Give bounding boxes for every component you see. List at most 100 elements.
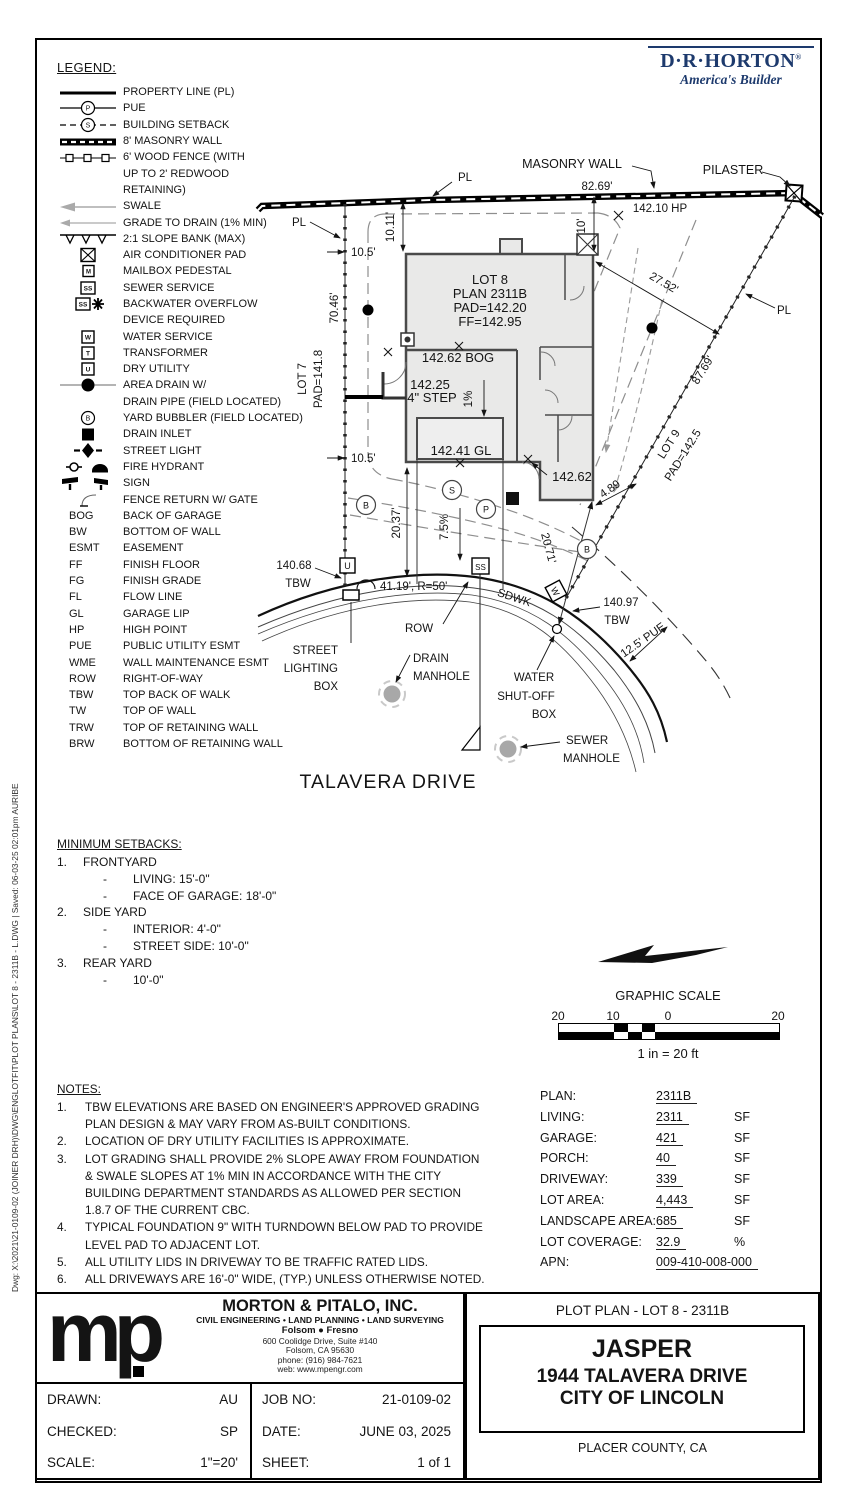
svg-text:20.71': 20.71' <box>538 532 558 565</box>
svg-text:MANHOLE: MANHOLE <box>563 753 620 765</box>
drhorton-logo: D·R·HORTON® America's Builder <box>648 46 814 88</box>
masonry-wall-icon <box>57 134 119 149</box>
svg-text:S: S <box>86 122 91 129</box>
svg-text:WATER: WATER <box>514 672 554 684</box>
street-light-icon <box>57 442 119 459</box>
svg-text:10.5': 10.5' <box>351 453 376 465</box>
svg-text:P: P <box>86 106 91 113</box>
svg-text:B: B <box>363 501 369 511</box>
drain-inlet-symbol <box>506 492 519 505</box>
wood-fence-icon <box>57 150 119 165</box>
svg-text:P: P <box>483 505 489 515</box>
graphic-scale: GRAPHIC SCALE 20 10 0 20 1 in = 20 ft <box>548 988 788 1061</box>
svg-text:PLAN 2311B: PLAN 2311B <box>453 286 527 301</box>
svg-text:10.11': 10.11' <box>385 212 397 242</box>
checked-field: CHECKED:SP <box>47 1423 238 1439</box>
svg-text:SHUT-OFF: SHUT-OFF <box>497 691 555 703</box>
area-drain-icon <box>57 377 119 393</box>
dry-utility-icon: U <box>57 361 119 377</box>
water-shutoff-symbol <box>551 623 563 635</box>
legend-item: RETAINING) <box>123 183 186 196</box>
svg-text:LOT 7: LOT 7 <box>297 363 309 395</box>
mailbox-icon: M <box>57 263 119 279</box>
manholes <box>342 589 563 763</box>
project-name: JASPER <box>591 1335 693 1363</box>
svg-text:BOX: BOX <box>532 709 557 721</box>
minimum-setbacks: MINIMUM SETBACKS: 1.FRONTYARD -LIVING: 1… <box>57 837 387 988</box>
legend-item: STREET LIGHT <box>57 443 325 459</box>
svg-text:20.37': 20.37' <box>391 508 403 539</box>
drain-inlet-icon <box>57 426 119 442</box>
graphic-scale-title: GRAPHIC SCALE <box>615 988 721 1003</box>
svg-text:PAD=141.8: PAD=141.8 <box>313 350 325 408</box>
svg-text:142.41 GL: 142.41 GL <box>431 443 492 458</box>
sheet-border <box>35 38 822 1483</box>
spot-elevation-marks <box>383 210 624 468</box>
project-city: CITY OF LINCOLN <box>559 1388 725 1409</box>
sheet-field: SHEET:1 of 1 <box>262 1455 451 1471</box>
pue-line-icon: P <box>57 100 119 116</box>
notes: NOTES: 1.TBW ELEVATIONS ARE BASED ON ENG… <box>57 1082 485 1287</box>
yard-bubbler-icon: B <box>57 410 119 426</box>
pilaster-symbol <box>784 183 804 203</box>
scale-field: SCALE:1"=20' <box>47 1455 238 1471</box>
area-drain-dot <box>362 304 374 316</box>
firm-tagline: CIVIL ENGINEERING • LAND PLANNING • LAND… <box>196 1314 444 1325</box>
svg-text:82.69': 82.69' <box>582 181 613 193</box>
legend-item: 8' MASONRY WALL <box>57 133 325 149</box>
svg-text:B: B <box>584 545 590 555</box>
firm-name: MORTON & PITALO, INC. <box>222 1297 418 1315</box>
svg-text:BOX: BOX <box>314 681 339 693</box>
svg-text:U: U <box>86 367 91 374</box>
firm-address1: 600 Coolidge Drive, Suite #140 <box>262 1335 378 1346</box>
svg-text:1%: 1% <box>463 391 475 408</box>
svg-text:PAD=142.20: PAD=142.20 <box>453 300 526 315</box>
svg-text:142.10 HP: 142.10 HP <box>633 203 688 215</box>
scale-caption: 1 in = 20 ft <box>637 1046 699 1061</box>
drawing-file-note: Dwg: X:\2021\21-0109-02 (JOINER DRH)\DWG… <box>10 783 20 1292</box>
svg-text:142.62 BOG: 142.62 BOG <box>422 350 494 365</box>
svg-text:STREET: STREET <box>293 645 338 657</box>
svg-text:S: S <box>449 486 455 496</box>
registered-mark: ® <box>795 52 802 62</box>
project-county: PLACER COUNTY, CA <box>578 1441 707 1455</box>
drhorton-tagline: America's Builder <box>680 72 782 87</box>
svg-text:SS: SS <box>475 563 486 572</box>
svg-text:140.97: 140.97 <box>603 597 638 609</box>
table-row: PLAN:2311B <box>540 1086 820 1107</box>
logo-rule <box>648 46 814 48</box>
firm-header: mp MORTON & PITALO, INC. CIVIL ENGINEERI… <box>37 1290 463 1384</box>
firm-address2: Folsom, CA 95630 <box>285 1345 355 1356</box>
legend-item: DRAIN INLET <box>57 426 325 442</box>
titleblock-firm: mp MORTON & PITALO, INC. CIVIL ENGINEERI… <box>35 1290 465 1480</box>
dimension-lines <box>327 196 720 577</box>
svg-text:TBW: TBW <box>285 578 311 590</box>
svg-text:TBW: TBW <box>604 615 630 627</box>
svg-text:B: B <box>86 416 91 423</box>
legend-item: PROPERTY LINE (PL) <box>57 84 325 100</box>
setbacks-title: MINIMUM SETBACKS: <box>57 837 182 851</box>
utility-lines <box>416 459 594 751</box>
svg-text:142.25: 142.25 <box>410 377 450 392</box>
north-arrow <box>598 945 728 963</box>
legend-item: DEVICE REQUIRED <box>123 314 226 327</box>
legend-item: FENCE RETURN W/ GATE <box>57 491 325 507</box>
